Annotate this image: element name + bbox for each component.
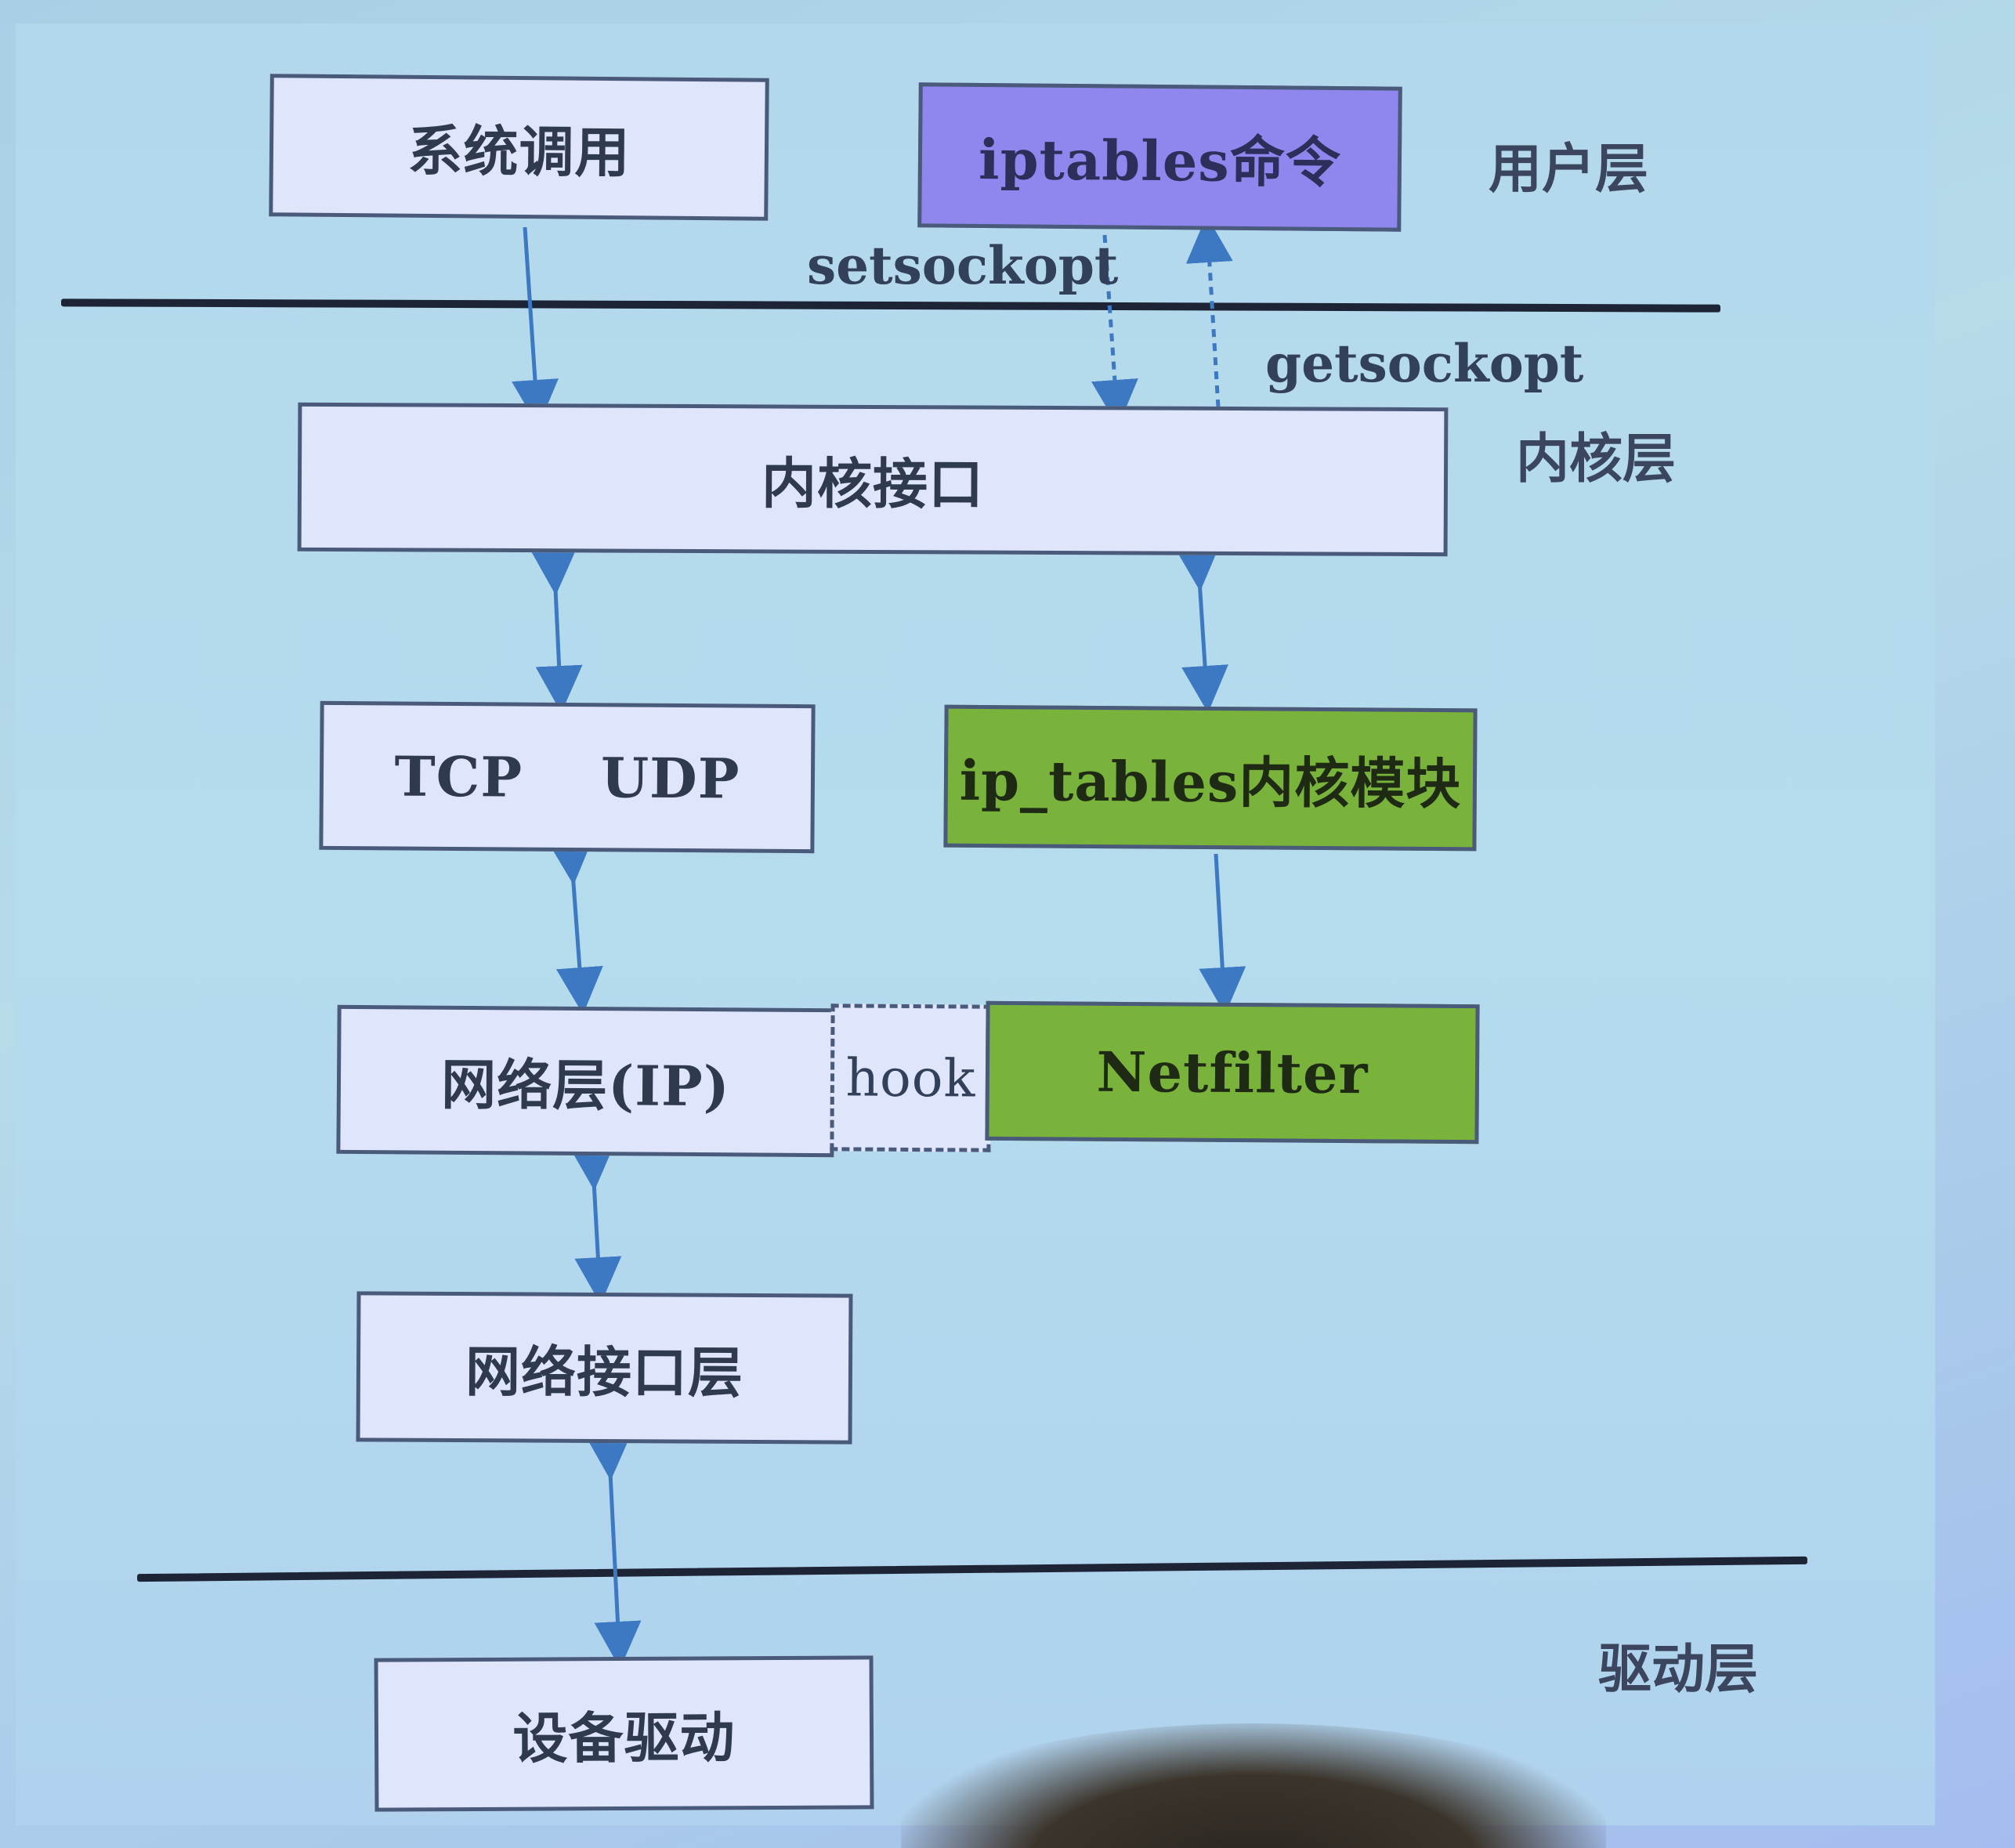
tcp-udp-box: TCP UDP (319, 700, 816, 854)
driver-layer-label: 驱动层 (1598, 1638, 1759, 1701)
user-layer-label: 用户层 (1489, 138, 1649, 201)
slide (16, 24, 1935, 1825)
setsockopt-label: setsockopt (807, 235, 1119, 296)
netfilter-box: Netfilter (985, 1000, 1480, 1145)
kernel-layer-label: 内核层 (1516, 428, 1677, 490)
iptables-command-box: iptables命令 (917, 82, 1402, 232)
ip-tables-module-box: ip_tables内核模块 (943, 704, 1478, 852)
kernel-interface-box: 内核接口 (297, 402, 1449, 557)
network-interface-layer-box: 网络接口层 (356, 1291, 853, 1445)
getsockopt-label: getsockopt (1265, 333, 1584, 394)
udp-label: UDP (600, 744, 740, 812)
syscall-box: 系统调用 (269, 74, 769, 221)
device-driver-box: 设备驱动 (374, 1655, 874, 1812)
tcp-label: TCP (394, 743, 523, 810)
network-layer-box: 网络层(IP) (336, 1004, 835, 1158)
hook-box: hook (830, 1004, 992, 1152)
